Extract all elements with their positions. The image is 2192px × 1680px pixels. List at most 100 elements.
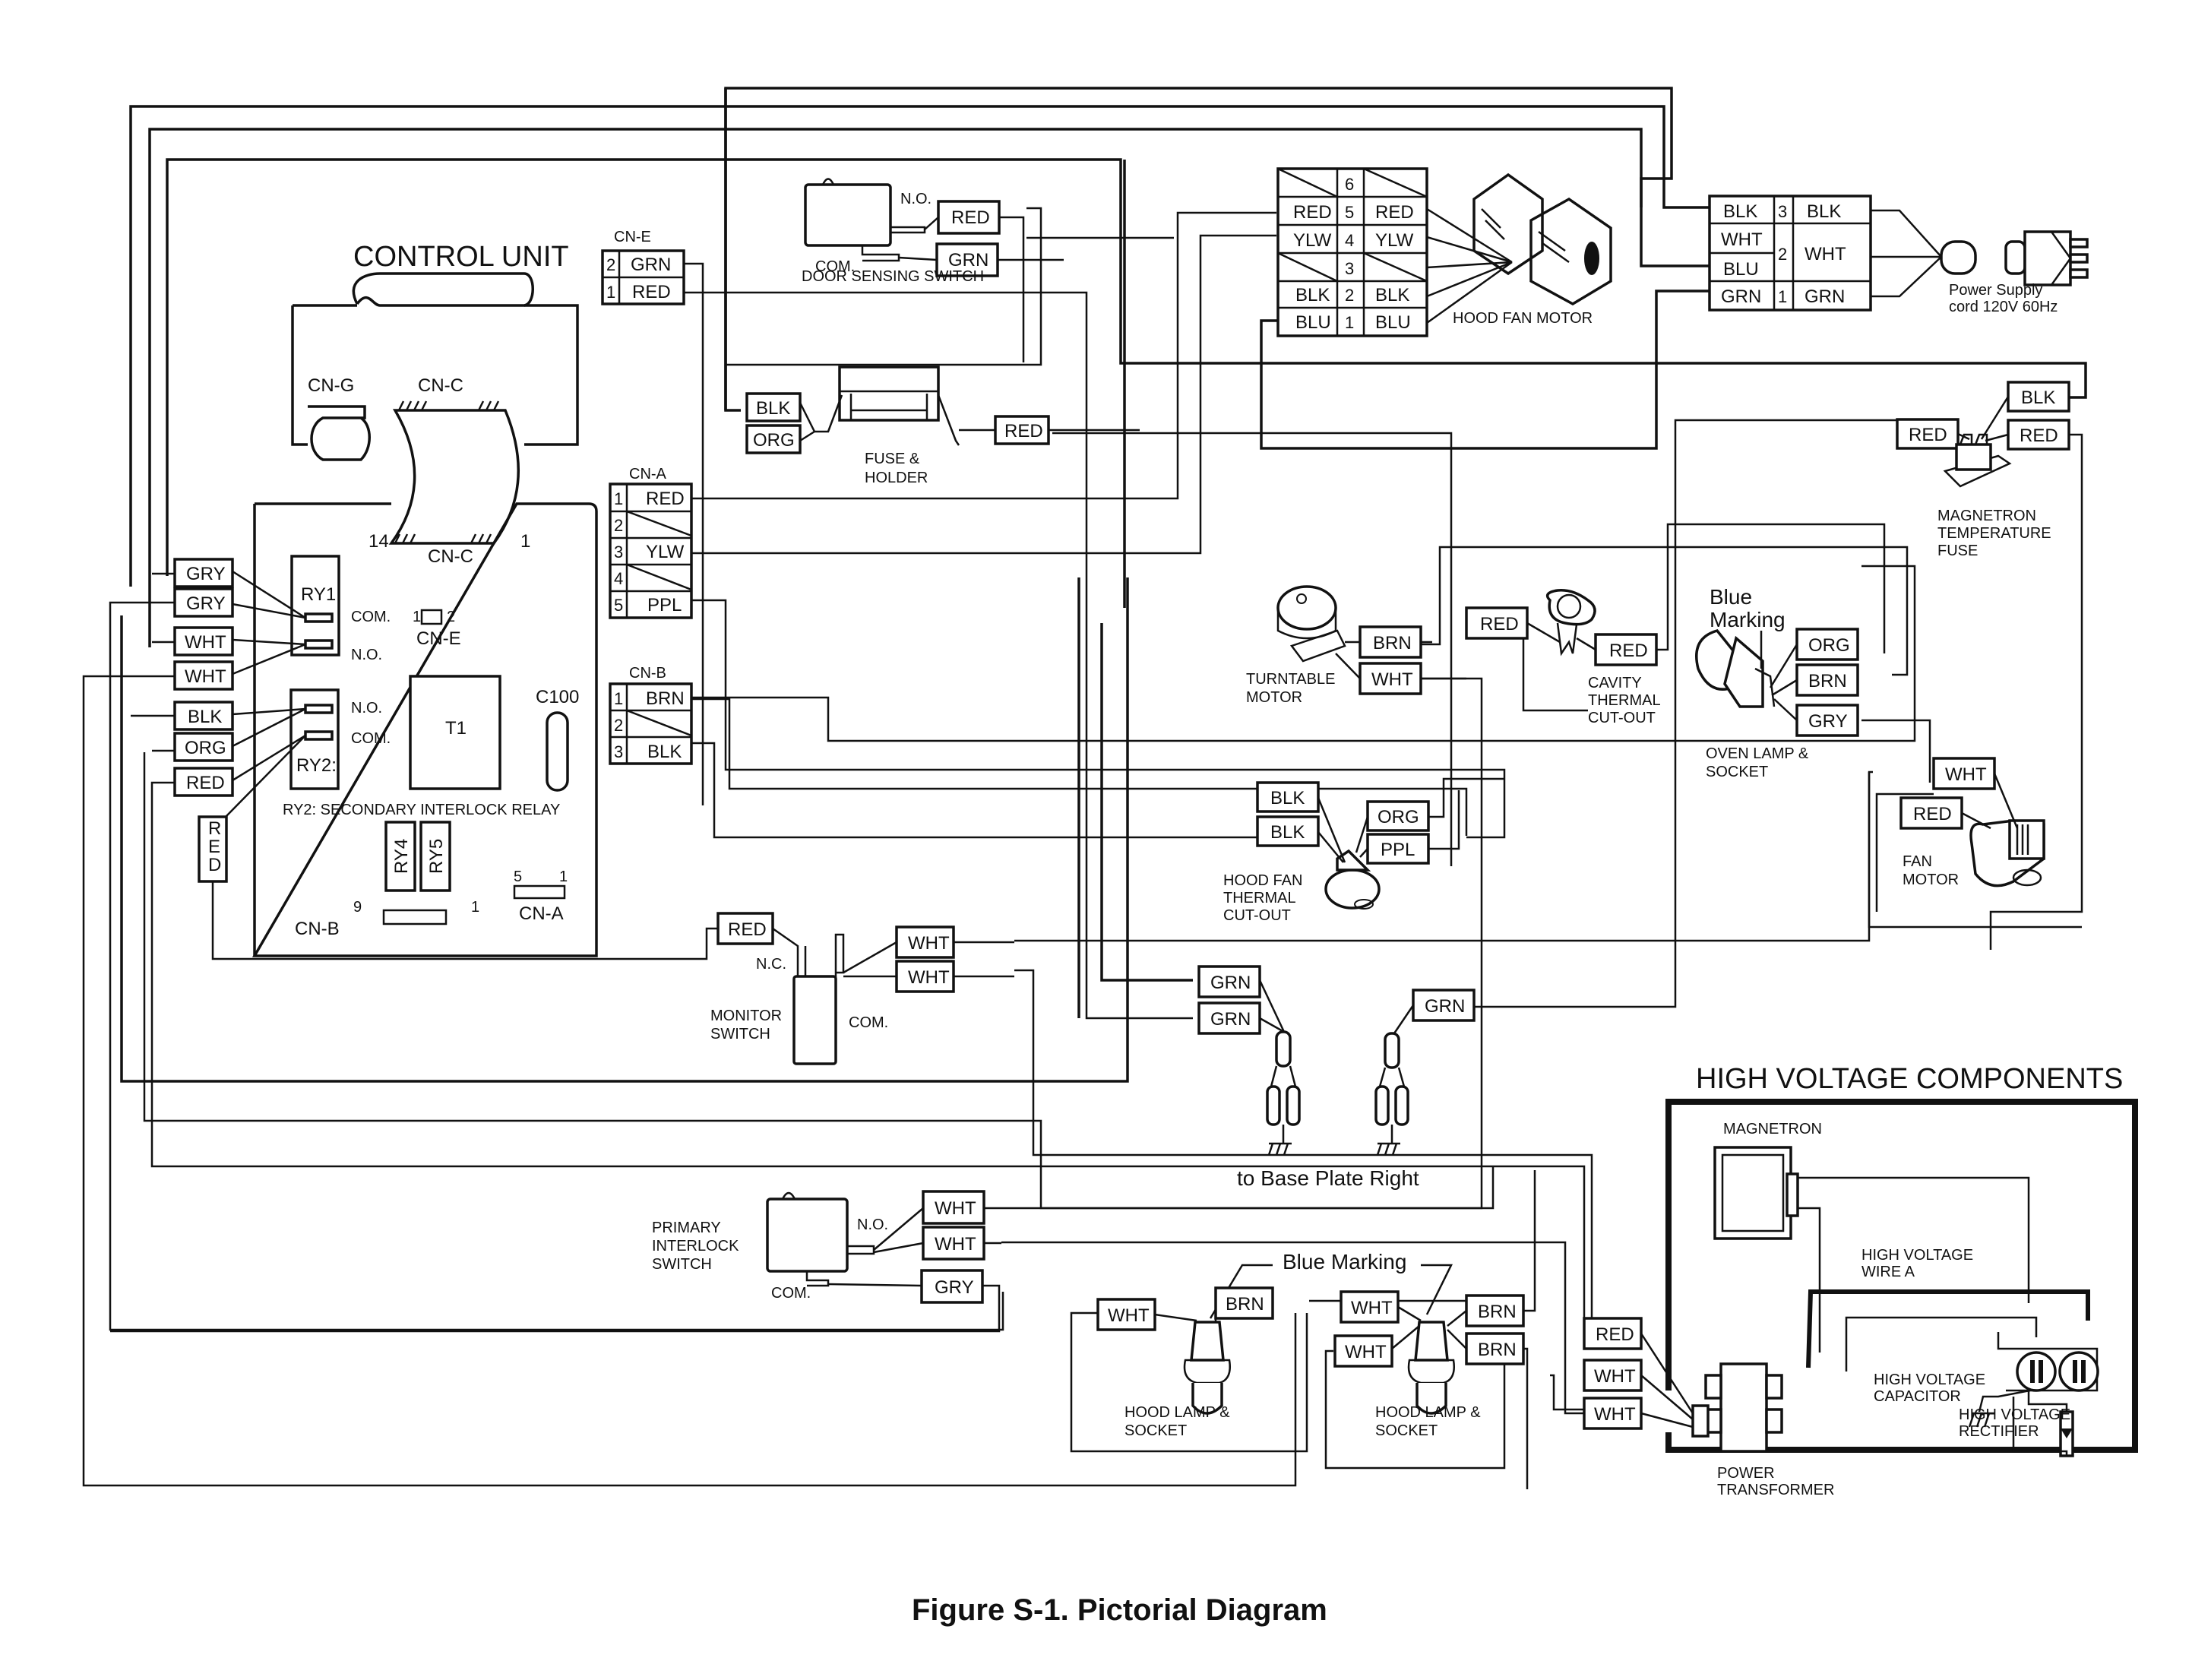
wire-tag-label: WHT [935,1234,976,1254]
hood-fan-pin-num: 4 [1345,231,1354,250]
power-right-color: WHT [1805,244,1846,264]
wire-tag [1465,1332,1525,1365]
primary-switch-label-line3: SWITCH [652,1256,712,1273]
wire-tag [745,424,802,454]
wire-tag [173,626,234,656]
power-pin-num: 3 [1778,202,1787,221]
wire-tag-label: ORG [753,430,795,451]
wire-tag-label: RED [1480,614,1519,634]
cn-b-block [609,682,693,765]
wire-tag-label: BLK [756,398,790,419]
wire-tag-label: GRN [948,250,988,271]
wire-tag-label: GRN [1210,973,1251,993]
ry1-com-label: COM. [351,609,391,625]
wire-tag-label: BLK [2021,388,2055,408]
wire-tag [1333,1334,1393,1368]
wire-tag [173,587,234,618]
wire-tag [1896,418,1960,450]
cn-a-label: CN-A [629,466,667,482]
ry5-label: RY5 [426,839,447,874]
hood-fan-pin-num: 3 [1345,259,1354,278]
cn-e-connector: CN-E 2 GRN 1 RED [601,229,685,305]
hood-fan-right-color: BLK [1375,285,1409,305]
wire-tag [1096,1298,1156,1331]
t1-label: T1 [445,718,467,739]
hood-lamp-2-label-line2: SOCKET [1375,1422,1438,1439]
hood-fan-right-color: BLU [1375,312,1411,333]
hood-lamp-bulb-icon [1407,1321,1455,1415]
cn-a-pin-color: PPL [647,595,682,615]
ground-terminal-icon [1374,1032,1409,1156]
wire-tag [1932,757,1996,790]
wire-tag-label: RED [1909,425,1947,445]
wire-tag [716,912,774,945]
wire-tag-label: BLK [1270,822,1305,843]
wire-tag-label: GRY [935,1277,974,1298]
ry1-no-terminal [304,639,334,650]
fan-motor-icon [1969,819,2045,887]
wire-tag-label: ORG [185,738,226,758]
cn-a-pin-num: 5 [614,596,623,615]
magnetron-label: MAGNETRON [1723,1121,1822,1137]
wire-tag-label: WHT [1594,1404,1636,1425]
hood-fan-left-color: BLK [1295,285,1330,305]
ry2-no-terminal [304,704,334,714]
cn-a-connector: CN-A 1 RED 2 3 YLW 4 5 PPL [609,466,693,619]
wire-tag-label: WHT [935,1198,976,1219]
wire-tag [1594,633,1658,666]
wire-tag-label: WHT [1594,1366,1636,1387]
wire-tag-label: ORG [1378,807,1419,827]
cavity-thermal-cutout: RED RED CAVITY THERMAL CUT-OUT [1465,589,1661,726]
wire-tag [1583,1397,1643,1430]
hood-fan-pin-num: 2 [1345,286,1354,305]
cavity-label-line1: CAVITY [1588,675,1642,691]
ground-terminal-icon [1266,1030,1301,1156]
power-supply-label-line1: Power Supply [1949,282,2042,299]
wire-tag [1795,663,1859,697]
cn-a-board-label: CN-A [519,903,564,924]
cn-b-pin-num: 3 [614,742,623,761]
wire-tag [173,701,234,731]
wire-tag-label: WHT [908,933,950,954]
wire-tag [173,732,234,762]
hood-lamp-2: WHT WHT BRN BRN HOOD LAMP & SOCKET [1333,1170,1536,1489]
cn-b-connector: CN-B 1 BRN 2 3 BLK [609,665,693,765]
monitor-switch-label-line1: MONITOR [710,1008,782,1024]
wire-tag-label: BLK [1270,788,1305,808]
control-unit: CONTROL UNIT CN-G CN-C 14 1 CN-C RY1 COM… [173,241,598,957]
hood-fan-right-color: RED [1375,202,1414,223]
power-transformer-label-line1: POWER [1717,1465,1775,1482]
cn-a-pin-num: 2 [614,516,623,535]
cn-e-pin-num: 2 [606,255,615,274]
cn-a-board-pin5: 5 [514,868,522,885]
wire-tag [920,1269,984,1304]
primary-switch-label-line1: PRIMARY [652,1220,721,1236]
wire-tag [1340,1290,1400,1324]
wire-tag [173,558,234,588]
ry1-label: RY1 [301,584,336,605]
wire-tag-label: RED [1913,804,1952,824]
wire-tag [935,242,999,277]
control-unit-title: CONTROL UNIT [353,241,569,273]
hood-fan-cutout-label-line2: THERMAL [1223,890,1296,906]
wire-tag-label: WHT [1108,1305,1150,1326]
monitor-switch: RED WHT WHT N.C. COM. MONITOR SWITCH [710,912,1014,1065]
hood-fan-pin-num: 5 [1345,203,1354,222]
wire-tag-vertical [198,815,228,883]
cn-b-pin-color: BRN [646,688,685,709]
hood-lamp-1-label-line1: HOOD LAMP & [1124,1404,1230,1421]
cn-b-label: CN-B [629,665,666,682]
mag-fuse-label-line3: FUSE [1937,543,1978,559]
hood-fan-pin-num: 6 [1345,175,1354,194]
hood-lamp-2-label-line1: HOOD LAMP & [1375,1404,1481,1421]
oven-lamp-label-line1: OVEN LAMP & [1706,745,1809,762]
cn-e-board-connector [420,609,443,625]
hood-fan-right-color: YLW [1375,230,1414,251]
high-voltage-title: HIGH VOLTAGE COMPONENTS [1696,1063,2123,1095]
hv-rectifier-icon [2012,1391,2074,1457]
hood-fan-motor-label: HOOD FAN MOTOR [1453,310,1593,327]
wire-tag-label: RED [1596,1324,1634,1345]
hood-fan-cutout-icon [1324,849,1381,910]
wire-tag-label: RED [1004,421,1043,441]
